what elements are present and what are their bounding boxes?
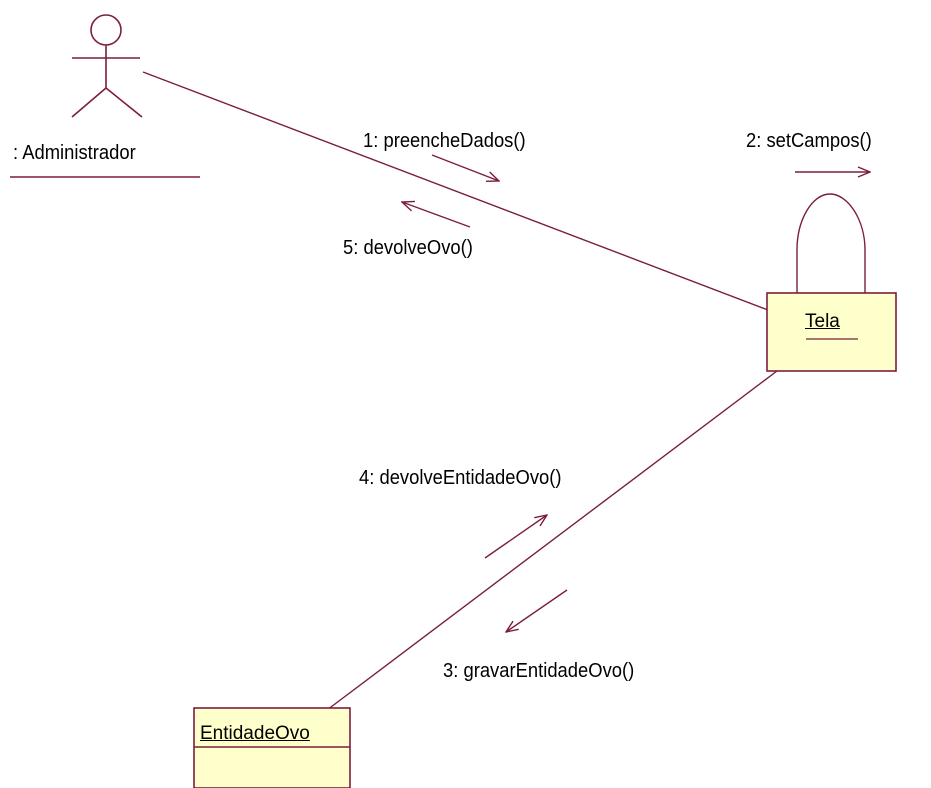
message-2-label: 2: setCampos()	[746, 130, 872, 152]
actor-icon	[71, 14, 143, 118]
object-entidadeovo-box[interactable]	[193, 707, 351, 788]
link-administrador-tela[interactable]	[142, 71, 769, 311]
message-5-arrow	[402, 202, 471, 228]
message-4-label: 4: devolveEntidadeOvo()	[359, 467, 562, 489]
self-link-tela[interactable]	[796, 193, 866, 293]
actor-name-label: : Administrador	[13, 142, 136, 164]
message-3-arrow	[506, 589, 568, 632]
message-4-arrow	[484, 515, 547, 559]
message-1-arrow	[431, 154, 499, 181]
message-3-label: 3: gravarEntidadeOvo()	[443, 660, 635, 682]
object-tela-name: Tela	[805, 311, 840, 332]
object-entidadeovo-name: EntidadeOvo	[200, 723, 310, 744]
message-1-label: 1: preencheDados()	[363, 130, 526, 152]
link-tela-entidadeovo[interactable]	[326, 370, 778, 711]
message-5-label: 5: devolveOvo()	[343, 237, 473, 259]
object-tela-box[interactable]	[766, 292, 897, 372]
